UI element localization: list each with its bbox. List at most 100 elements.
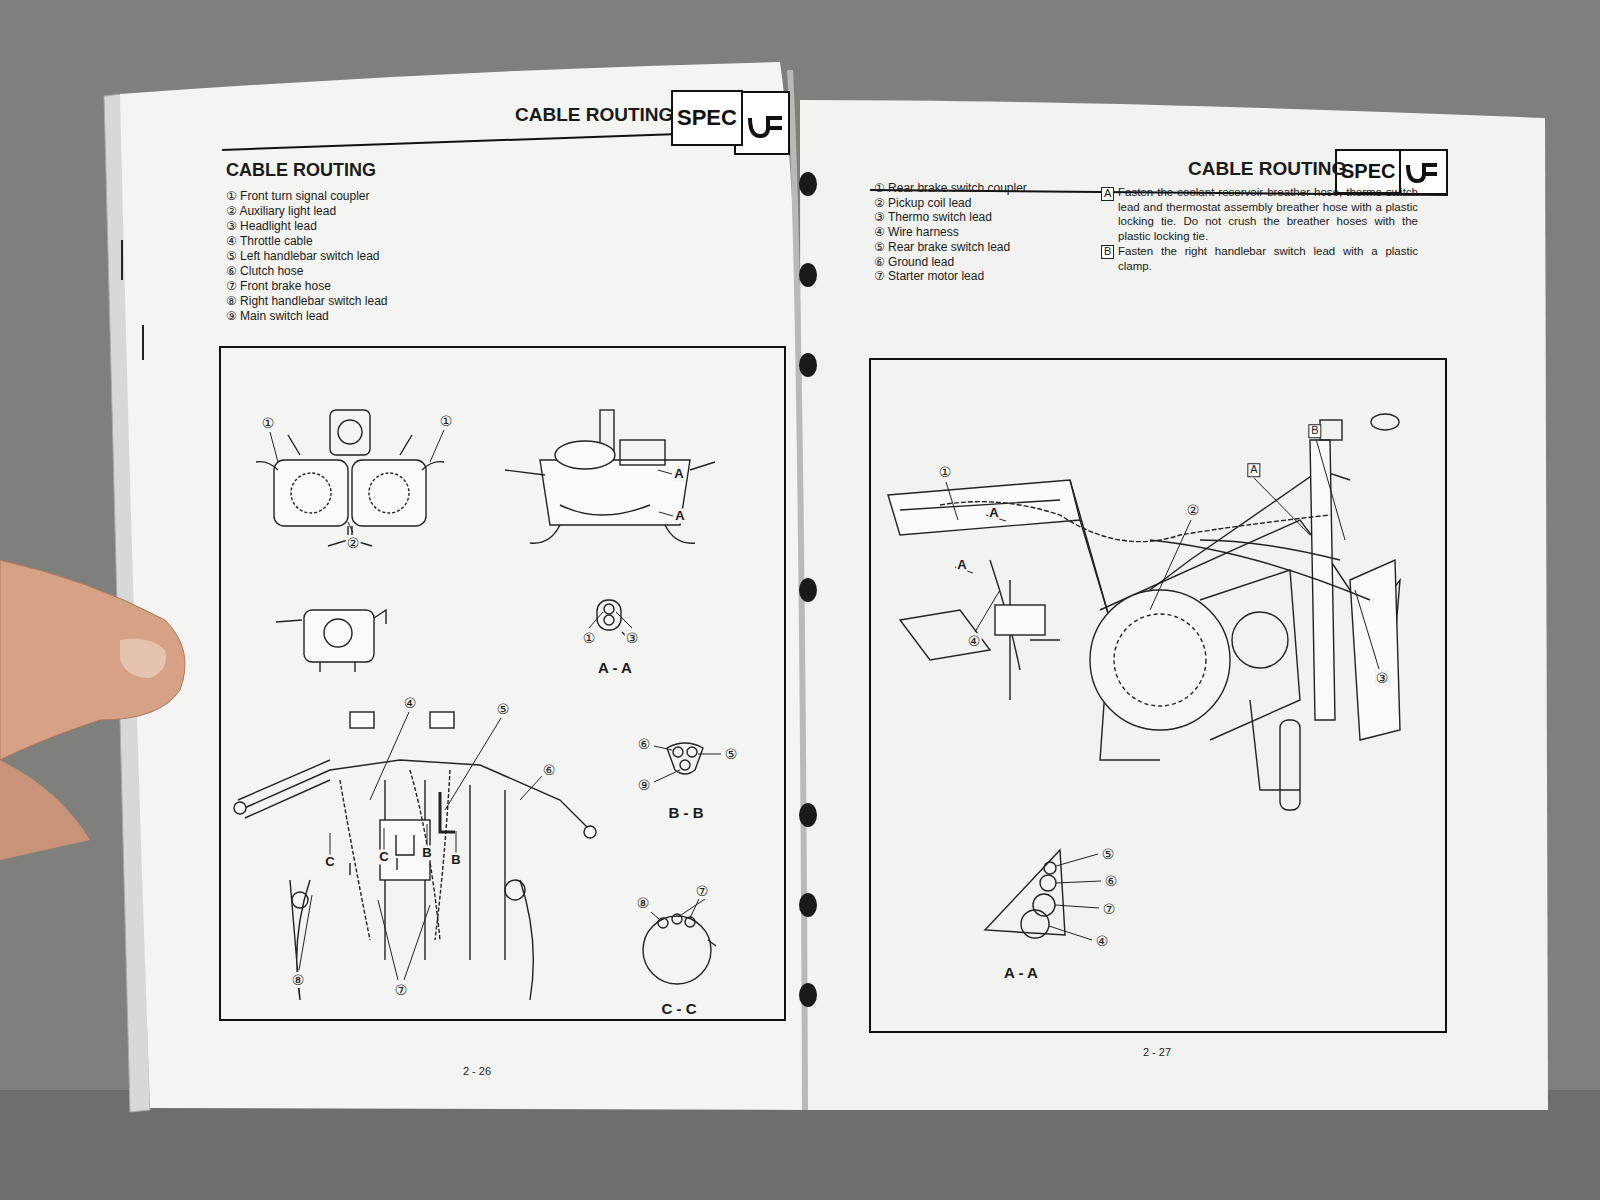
callout-number: ⑦ (1102, 901, 1117, 917)
callout-number: ① (582, 630, 597, 646)
legend-item: ⑤ Rear brake switch lead (874, 241, 1010, 255)
drawing-rect (304, 610, 374, 662)
drawing-path (1200, 570, 1300, 740)
spec-box: SPEC (671, 90, 743, 146)
icon-box (735, 92, 789, 154)
drawing-ellipse (1371, 414, 1399, 430)
leader-lines (270, 430, 721, 980)
drawing-rect (274, 460, 348, 526)
callout-number: ④ (1095, 933, 1110, 949)
drawing-path (940, 502, 1330, 542)
drawing-circle (1232, 612, 1288, 668)
note-letter: B (1101, 245, 1114, 259)
binding-holes (799, 172, 817, 1007)
drawing-path (985, 850, 1065, 935)
callout-number: ③ (625, 630, 640, 646)
caliper-icon (750, 118, 782, 136)
legend-item: ⑧ Right handlebar switch lead (226, 295, 388, 309)
meter-illustration (276, 610, 386, 672)
callout-number: ① (938, 464, 953, 480)
drawing-circle (680, 760, 690, 770)
section-letter: A (988, 506, 999, 521)
section-letter: B (421, 846, 432, 861)
caliper-icon (1408, 165, 1437, 181)
drawing-line (589, 612, 603, 628)
callout-number: ③ (1375, 670, 1390, 686)
legend-item: ① Front turn signal coupler (226, 190, 370, 204)
legend-item: ③ Headlight lead (226, 220, 317, 234)
callout-number: ② (346, 535, 361, 551)
legend-item: ④ Wire harness (874, 226, 959, 240)
callout-number: ① (261, 415, 276, 431)
callout-number: ⑥ (637, 736, 652, 752)
drawing-path (330, 824, 456, 855)
drawing-path (1310, 440, 1335, 720)
note-text: Fasten the right handlebar switch lead w… (1118, 244, 1418, 273)
legend-item: ③ Thermo switch lead (874, 211, 992, 225)
drawing-line (445, 718, 501, 810)
callout-number: ② (1186, 502, 1201, 518)
drawing-path (900, 470, 1350, 620)
callout-number: ④ (967, 633, 982, 649)
drawing-path (955, 515, 1006, 573)
drawing-path (238, 760, 330, 818)
section-a-a-right (985, 850, 1065, 938)
drawing-path (505, 462, 715, 515)
drawing-ellipse (555, 441, 615, 469)
drawing-ellipse (799, 983, 817, 1007)
legend-item: ⑦ Starter motor lead (874, 270, 984, 284)
drawing-path (288, 435, 412, 546)
figure-frame (870, 359, 1446, 1032)
drawing-line (348, 522, 353, 533)
drawing-rect (1320, 420, 1342, 440)
drawing-rect (330, 410, 370, 455)
drawing-line (698, 754, 721, 755)
page-number: 2 - 26 (462, 1065, 492, 1078)
drawing-path (540, 460, 690, 525)
drawing-circle (234, 802, 246, 814)
header-text: CABLE ROUTING (515, 104, 673, 126)
drawing-line (654, 770, 680, 782)
drawing-line (378, 900, 398, 980)
drawing-rect (352, 460, 426, 526)
drawing-rect (430, 712, 454, 728)
drawing-line (975, 590, 1000, 632)
drawing-ellipse (799, 803, 817, 827)
section-letter: C (324, 855, 335, 870)
legend-item: ④ Throttle cable (226, 235, 313, 249)
drawing-line (1254, 478, 1310, 535)
spec-text: SPEC (1341, 160, 1395, 183)
drawing-circle (291, 473, 331, 513)
drawing-path (990, 560, 1060, 700)
page-number: 2 - 27 (1142, 1046, 1172, 1059)
note-letter: B (1308, 424, 1321, 438)
drawing-line (616, 612, 632, 628)
drawing-line (1355, 590, 1379, 669)
section-b-b (667, 743, 703, 774)
drawing-ellipse (799, 578, 817, 602)
drawing-line (1055, 905, 1099, 908)
hand-palm (0, 760, 90, 860)
callout-number: ⑧ (291, 972, 306, 988)
section-heading: CABLE ROUTING (226, 160, 376, 181)
drawing-line (1056, 881, 1101, 883)
headlight-illustration (256, 410, 444, 546)
figure-frame (220, 347, 785, 1020)
legend-item: ⑥ Clutch hose (226, 265, 303, 279)
drawing-circle (673, 747, 683, 757)
left-page (120, 62, 805, 1110)
spec-text: SPEC (677, 105, 737, 131)
legend-item: ② Pickup coil lead (874, 197, 971, 211)
drawing-path (256, 462, 444, 470)
header-text: CABLE ROUTING (1188, 158, 1346, 180)
drawing-line (520, 776, 542, 800)
callout-number: ⑥ (542, 762, 557, 778)
drawing-circle (338, 420, 362, 444)
drawing-line (678, 899, 705, 917)
frame-illustration (888, 414, 1400, 810)
drawing-line (654, 746, 672, 750)
callout-number: ⑤ (724, 746, 739, 762)
legend-item: ⑤ Left handlebar switch lead (226, 250, 380, 264)
